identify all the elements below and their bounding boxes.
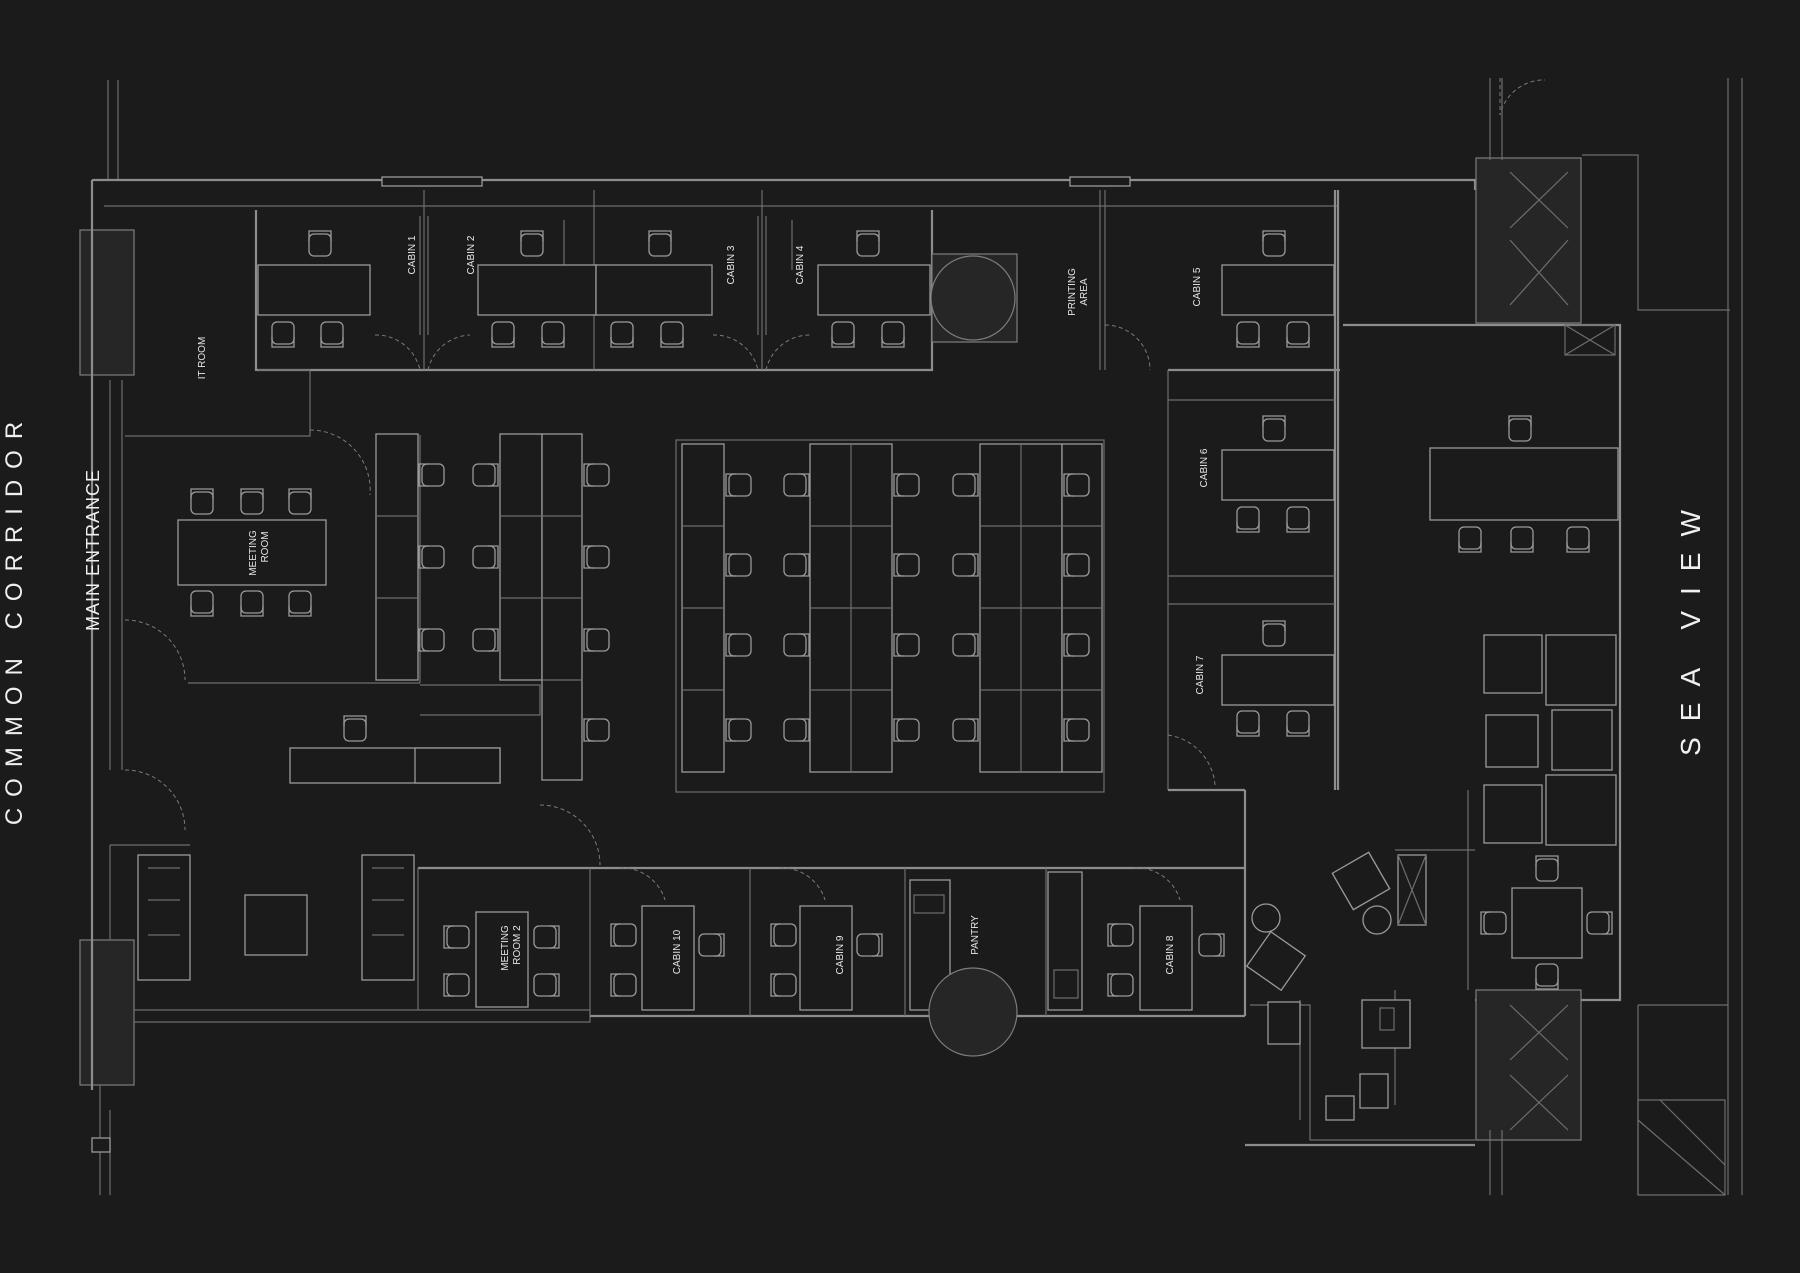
label-cabin-8: CABIN 8	[1165, 935, 1176, 974]
label-printing-area: AREA	[1079, 278, 1090, 306]
left-corridor-structure	[79, 80, 135, 1195]
bottom-rooms	[417, 866, 1245, 1057]
label-meeting-room-b: ROOM	[260, 531, 271, 562]
main-entrance-label: MAIN ENTRANCE	[83, 469, 103, 631]
label-meeting-room: MEETING	[248, 530, 259, 576]
label-cabin-1: CABIN 1	[407, 235, 418, 274]
cabins-6-7	[1167, 370, 1335, 1016]
label-cabin-2: CABIN 2	[466, 235, 477, 274]
label-cabin-5: CABIN 5	[1192, 267, 1203, 306]
room-labels: IT ROOM CABIN 1 CABIN 2 CABIN 3 CABIN 4 …	[197, 235, 1210, 974]
label-cabin-10: CABIN 10	[672, 929, 683, 974]
label-meeting-room-2b: ROOM 2	[512, 925, 523, 965]
outer-walls	[90, 176, 1477, 1090]
reception-lounge	[109, 804, 601, 981]
label-printing: PRINTING	[1067, 268, 1078, 316]
top-cabins	[254, 190, 1018, 372]
label-pantry: PANTRY	[970, 915, 981, 955]
it-and-meeting-room	[124, 369, 421, 831]
label-cabin-6: CABIN 6	[1199, 448, 1210, 487]
printing-cabin5	[1099, 190, 1340, 790]
sea-view-label: SEA VIEW	[1675, 494, 1706, 756]
label-it-room: IT ROOM	[197, 337, 208, 380]
workstations-center	[675, 439, 1105, 793]
common-corridor-label: COMMON CORRIDOR	[1, 411, 28, 825]
workstations-left	[289, 433, 610, 784]
label-cabin-7: CABIN 7	[1195, 655, 1206, 694]
label-meeting-room-2: MEETING	[500, 925, 511, 971]
label-cabin-4: CABIN 4	[795, 245, 806, 284]
right-zone	[1245, 78, 1743, 1196]
label-cabin-9: CABIN 9	[835, 935, 846, 974]
label-cabin-3: CABIN 3	[726, 245, 737, 284]
